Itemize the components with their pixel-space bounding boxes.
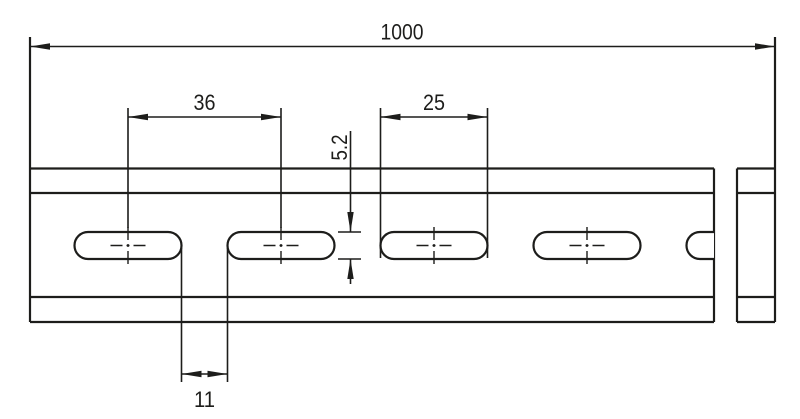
arrowhead-left-icon: [128, 113, 148, 121]
arrowhead-right-icon: [755, 43, 775, 50]
dimension-slot-length: 25: [379, 90, 489, 258]
dim-label-slot-pitch: 36: [194, 90, 216, 115]
dimension-slot-pitch: 36: [127, 90, 282, 228]
arrowhead-right-icon: [261, 113, 281, 121]
dim-label-slot-gap: 11: [194, 387, 215, 412]
dim-label-slot-width: 5.2: [327, 135, 352, 161]
arrowhead-down-icon: [347, 212, 354, 232]
dimension-slot-gap: 11: [180, 248, 229, 412]
arrowhead-left-icon: [380, 113, 401, 121]
dim-label-slot-length: 25: [423, 90, 445, 115]
slot-center-marks: [110, 227, 605, 264]
rail-end-segment: [735, 37, 777, 324]
arrowhead-right-icon: [467, 113, 488, 121]
rail-body: [28, 37, 716, 324]
dimension-slot-width: 5.2: [327, 131, 361, 284]
dim-label-overall-length: 1000: [381, 20, 424, 45]
arrowhead-right-icon: [207, 370, 228, 378]
arrowhead-up-icon: [347, 259, 354, 279]
arrowhead-left-icon: [181, 370, 202, 378]
dimension-overall-length: 1000: [30, 20, 775, 50]
slot-5-partial: [685, 230, 714, 261]
arrowhead-left-icon: [30, 43, 50, 50]
mounting-slots: [73, 230, 714, 261]
